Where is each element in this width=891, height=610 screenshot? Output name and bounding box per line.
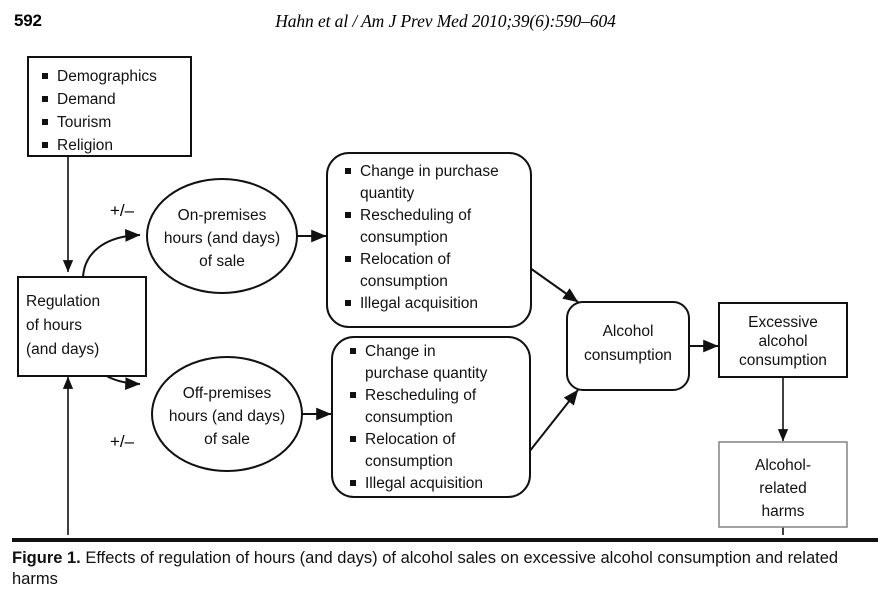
node-determinants[interactable]: Demographics Demand Tourism Religion [27,56,192,157]
excessive-line-1: alcohol [758,333,807,350]
node-off-premises-shape [151,356,303,472]
page-header: 592 Hahn et al / Am J Prev Med 2010;39(6… [0,0,891,44]
flowchart-svg: Demographics Demand Tourism Religion Reg… [17,56,848,535]
off-effects-item-1-line-0: Rescheduling of [365,387,477,404]
node-on-premises-shape [146,178,298,294]
excessive-line-0: Excessive [748,314,818,331]
on-effects-item-2-line-1: consumption [360,273,448,290]
bullet-square-icon [42,119,48,125]
node-excessive-shape [718,302,848,378]
node-alcohol-consumption[interactable]: Alcohol consumption [566,301,690,391]
edge-label-on-premises-sign: +/– [110,201,135,220]
figure-caption: Figure 1. Effects of regulation of hours… [12,548,880,591]
on-effects-item-0-line-0: Change in purchase [360,163,499,180]
node-harms-shape [718,441,848,528]
on-effects-item-2-line-0: Relocation of [360,251,451,268]
node-regulation-shape [17,276,147,377]
running-head-citation: Hahn et al / Am J Prev Med 2010;39(6):59… [275,11,616,31]
node-excessive-alcohol-consumption[interactable]: Excessive alcohol consumption [718,302,848,378]
regulation-line-2: (and days) [26,341,99,358]
bullet-square-icon [42,73,48,79]
off-premises-line-2: of sale [204,431,250,448]
edge-on-effects-to-consumption [529,267,579,303]
bullet-square-icon [345,256,351,262]
off-effects-item-3-line-0: Illegal acquisition [365,475,483,492]
node-off-premises-hours[interactable]: Off-premises hours (and days) of sale [151,356,303,472]
edge-label-off-premises-sign: +/– [110,432,135,451]
off-effects-item-2-line-0: Relocation of [365,431,456,448]
on-premises-line-0: On-premises [178,207,267,224]
off-effects-item-0-line-1: purchase quantity [365,365,488,382]
on-premises-line-1: hours (and days) [164,230,280,247]
edge-off-effects-to-consumption [528,389,579,453]
bullet-square-icon [345,212,351,218]
bullet-square-icon [350,348,356,354]
bullet-square-icon [42,96,48,102]
bullet-square-icon [345,168,351,174]
bullet-square-icon [350,480,356,486]
harms-line-0: Alcohol- [755,457,811,474]
harms-line-1: related [759,480,806,497]
off-premises-line-0: Off-premises [183,385,272,402]
caption-divider [12,538,878,542]
node-alcohol-consumption-shape [566,301,690,391]
figure-caption-text: Effects of regulation of hours (and days… [12,549,839,589]
alcohol-consumption-line-0: Alcohol [603,323,654,340]
bullet-square-icon [42,142,48,148]
determinants-item-0: Demographics [57,68,157,85]
off-effects-item-1-line-1: consumption [365,409,453,426]
determinants-item-1: Demand [57,91,116,108]
alcohol-consumption-line-1: consumption [584,347,672,364]
off-premises-line-1: hours (and days) [169,408,285,425]
regulation-line-1: of hours [26,317,82,334]
node-on-premises-hours[interactable]: On-premises hours (and days) of sale [146,178,298,294]
bullet-square-icon [350,392,356,398]
determinants-item-2: Tourism [57,114,111,131]
node-determinants-shape [27,56,192,157]
node-off-premises-effects-shape [331,336,531,498]
excessive-line-2: consumption [739,352,827,369]
edge-regulation-to-on-premises [82,229,141,279]
bullet-square-icon [345,300,351,306]
node-alcohol-related-harms[interactable]: Alcohol- related harms [718,441,848,528]
bullet-square-icon [350,436,356,442]
on-premises-line-2: of sale [199,253,245,270]
regulation-line-0: Regulation [26,293,100,310]
node-off-premises-effects[interactable]: Change in purchase quantity Rescheduling… [331,336,531,498]
edge-feedback-harms-to-regulation [62,376,784,535]
harms-line-2: harms [761,503,804,520]
node-on-premises-effects-shape [326,152,532,328]
off-effects-item-2-line-1: consumption [365,453,453,470]
on-effects-item-1-line-1: consumption [360,229,448,246]
figure-diagram: Demographics Demand Tourism Religion Reg… [0,40,891,535]
determinants-item-3: Religion [57,137,113,154]
on-effects-item-0-line-1: quantity [360,185,415,202]
node-on-premises-effects[interactable]: Change in purchase quantity Rescheduling… [326,152,532,328]
node-regulation-of-hours[interactable]: Regulation of hours (and days) [17,276,147,377]
off-effects-item-0-line-0: Change in [365,343,436,360]
on-effects-item-1-line-0: Rescheduling of [360,207,472,224]
page-number: 592 [14,11,42,30]
on-effects-item-3-line-0: Illegal acquisition [360,295,478,312]
figure-caption-label: Figure 1. [12,549,81,567]
